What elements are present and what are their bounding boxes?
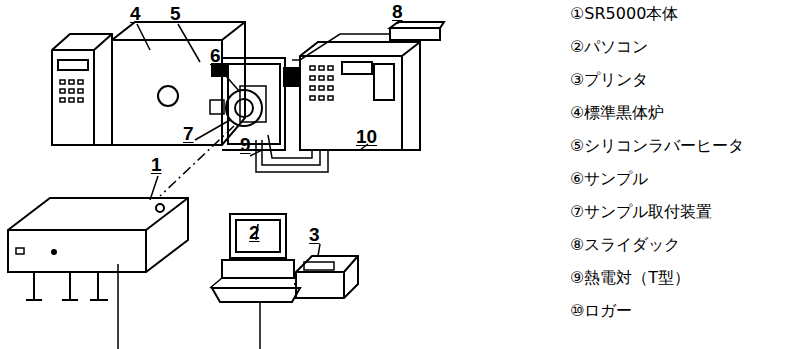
callout-number: 9	[240, 135, 251, 154]
parts-list-item: ③プリンタ	[570, 70, 648, 89]
callout-number: 3	[309, 225, 320, 244]
parts-list-item: ⑦サンプル取付装置	[570, 202, 712, 221]
parts-list-item: ⑤シリコンラバーヒータ	[570, 136, 744, 155]
callout-number: 2	[249, 223, 260, 242]
callout-number: 10	[356, 127, 377, 146]
parts-list-item: ⑨熱電対（T型）	[570, 268, 690, 287]
parts-list-item: ④標準黒体炉	[570, 103, 664, 122]
parts-list-item: ①SR5000本体	[570, 4, 678, 23]
parts-list-item: ⑧スライダック	[570, 235, 680, 254]
callout-number: 8	[392, 2, 403, 21]
callout-number: 7	[183, 124, 194, 143]
parts-list-item: ⑩ロガー	[570, 301, 632, 320]
callout-number: 5	[170, 4, 181, 23]
callout-number: 4	[130, 4, 141, 23]
callout-number: 6	[210, 46, 221, 65]
callout-number: 1	[151, 155, 162, 174]
parts-list-item: ⑥サンプル	[570, 169, 648, 188]
parts-list-item: ②パソコン	[570, 37, 648, 56]
